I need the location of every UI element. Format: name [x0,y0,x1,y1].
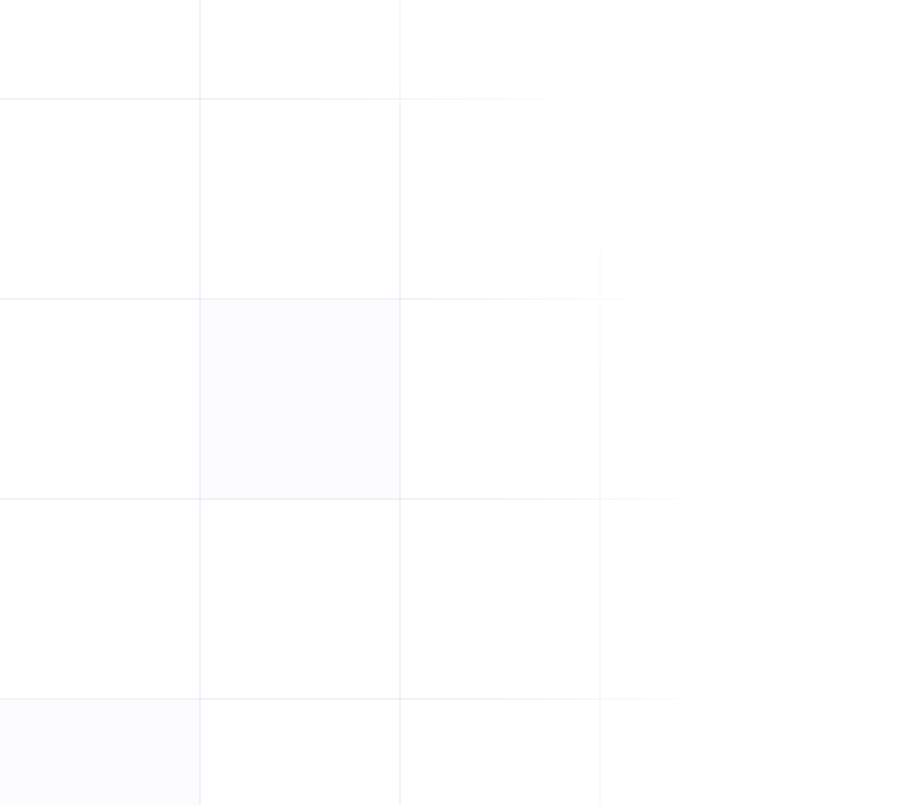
grid-cell-tint [0,700,200,805]
grid-cell-tint [200,300,400,500]
